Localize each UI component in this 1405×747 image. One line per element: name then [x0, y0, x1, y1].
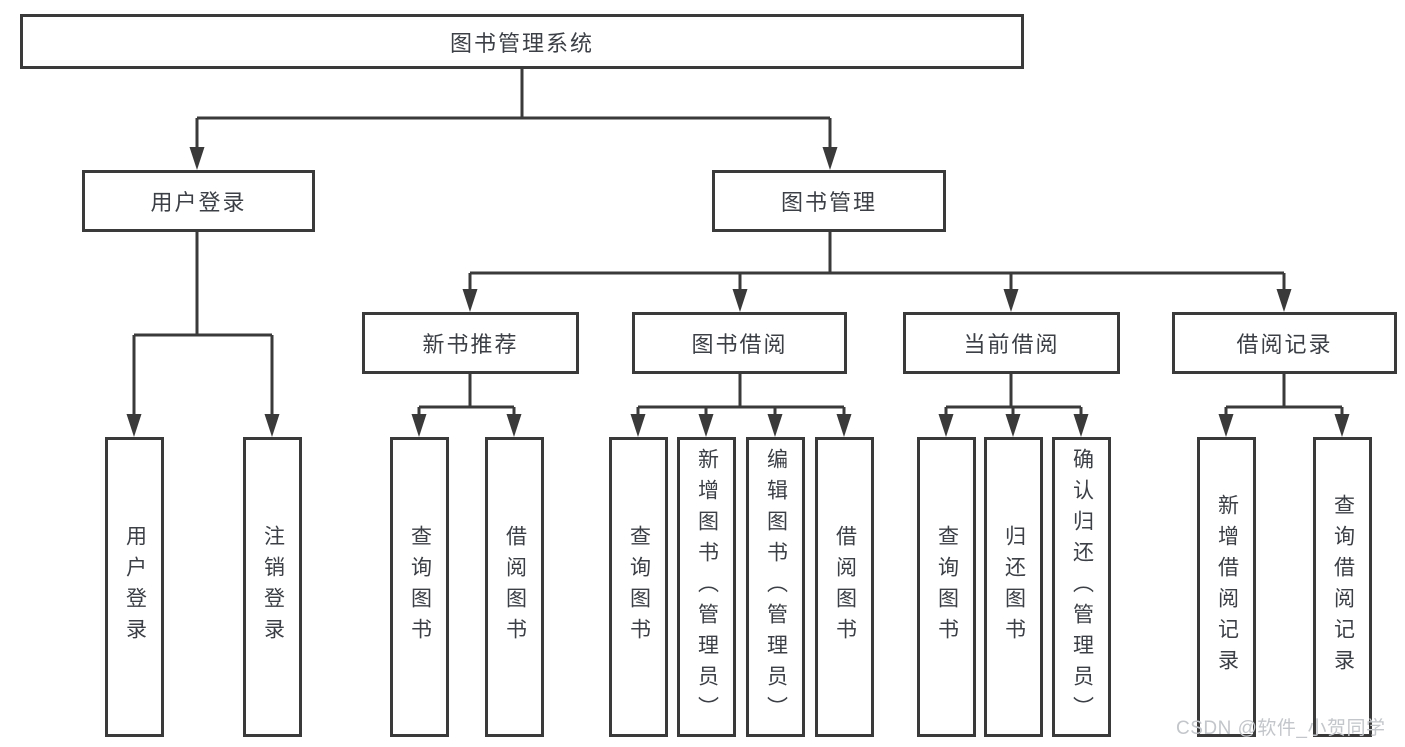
leaf-confirm-return-admin: 确认归还（管理员） — [1052, 437, 1111, 737]
node-current-borrowing: 当前借阅 — [903, 312, 1120, 374]
watermark: CSDN @软件_小贺同学 — [1176, 718, 1386, 739]
leaf-return-books: 归还图书 — [984, 437, 1043, 737]
leaf-edit-book-admin: 编辑图书（管理员） — [746, 437, 805, 737]
leaf-borrow-books-recommend: 借阅图书 — [485, 437, 544, 737]
node-book-borrowing: 图书借阅 — [632, 312, 847, 374]
leaf-add-book-admin: 新增图书（管理员） — [677, 437, 736, 737]
leaf-borrow-books-borrowing: 借阅图书 — [815, 437, 874, 737]
leaf-query-books-current: 查询图书 — [917, 437, 976, 737]
leaf-user-login: 用户登录 — [105, 437, 164, 737]
connector-segments — [132, 69, 1344, 418]
node-root: 图书管理系统 — [20, 14, 1024, 69]
node-new-book-recommend: 新书推荐 — [362, 312, 579, 374]
leaf-query-borrow-record: 查询借阅记录 — [1313, 437, 1372, 737]
node-book-management: 图书管理 — [712, 170, 946, 232]
leaf-query-books-borrowing: 查询图书 — [609, 437, 668, 737]
leaf-logout: 注销登录 — [243, 437, 302, 737]
node-user-login: 用户登录 — [82, 170, 315, 232]
leaf-query-books-recommend: 查询图书 — [390, 437, 449, 737]
leaf-add-borrow-record: 新增借阅记录 — [1197, 437, 1256, 737]
node-borrowing-records: 借阅记录 — [1172, 312, 1397, 374]
